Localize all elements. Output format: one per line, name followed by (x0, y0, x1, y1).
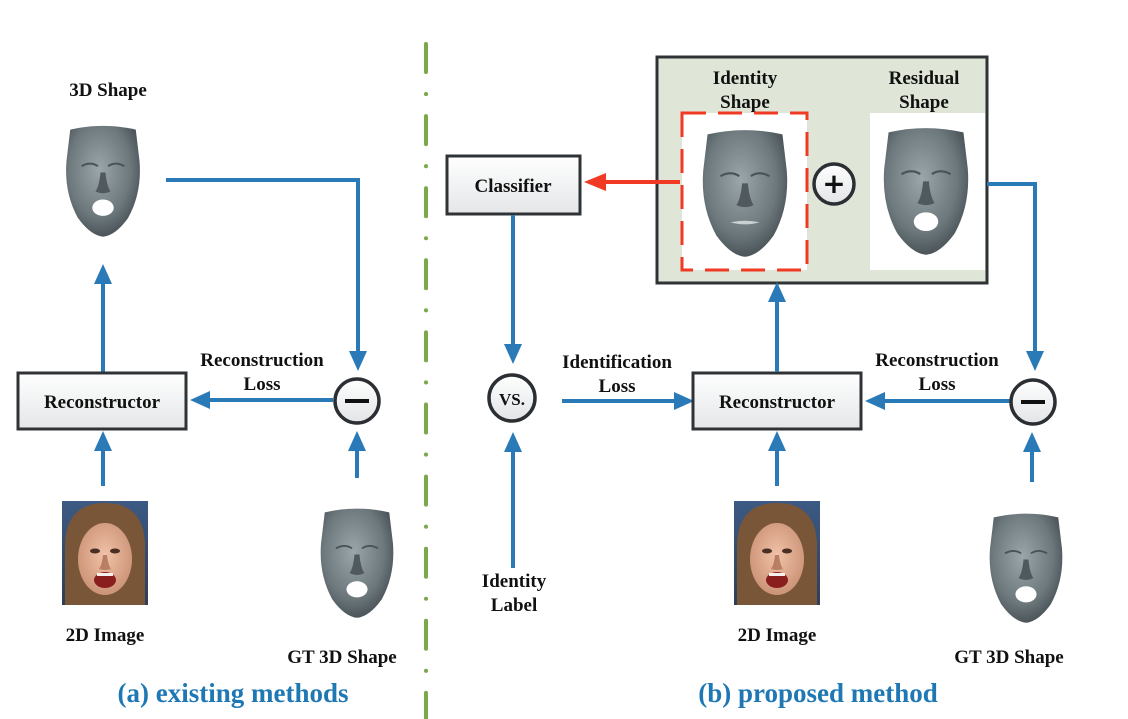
caption-a: (a) existing methods (118, 678, 349, 708)
residual-shape-label-line1: Residual (889, 68, 960, 89)
top-3d-shape-label: 3D Shape (69, 80, 147, 101)
identification-loss-label-line2: Loss (599, 376, 636, 397)
identity-shape-label-line2: Shape (720, 92, 770, 113)
identity-shape-label-line1: Identity (713, 68, 778, 89)
arrow-shape-to-minus (166, 178, 367, 371)
reconstruction-loss-label-a-line2: Loss (244, 374, 281, 395)
reconstruction-loss-label-b-line2: Loss (919, 374, 956, 395)
identity-shape-highlight (680, 111, 809, 272)
gt-3d-shape-label-a: GT 3D Shape (287, 647, 396, 668)
plus-icon: + (822, 167, 845, 200)
reconstruction-loss-label-a-line1: Reconstruction (200, 350, 324, 371)
gt-3d-face-image-a (319, 507, 395, 619)
identification-loss-label-line1: Identification (562, 352, 672, 373)
vs-label: VS. (499, 390, 525, 409)
reconstructor-box-b (691, 371, 863, 431)
gt-3d-face-image-b (988, 512, 1064, 624)
identity-label-line1: Identity (482, 571, 547, 592)
reconstruction-loss-label-b-line1: Reconstruction (875, 350, 999, 371)
classifier-label: Classifier (474, 176, 552, 197)
input-2d-image-label-a: 2D Image (66, 625, 145, 646)
predicted-3d-face-image (65, 124, 141, 238)
caption-b: (b) proposed method (698, 678, 938, 708)
reconstructor-label-b: Reconstructor (719, 392, 836, 413)
input-2d-image-a (62, 501, 148, 605)
plus-operator (812, 162, 856, 206)
input-2d-image-label-b: 2D Image (738, 625, 817, 646)
residual-shape-label-line2: Shape (899, 92, 949, 113)
panel-a: 3D Shape Reconstructor Reconstruction Lo… (16, 80, 397, 708)
input-2d-image-b (734, 501, 820, 605)
arrow-residual-to-minus (987, 182, 1044, 371)
vs-comparator (487, 373, 537, 423)
panel-b: Identity Shape Residual Shape + Classifi… (445, 55, 1064, 708)
gt-3d-shape-label-b: GT 3D Shape (954, 647, 1063, 668)
classifier-box (445, 154, 582, 216)
reconstructor-box-a (16, 371, 188, 431)
identity-label-line2: Label (491, 595, 537, 616)
reconstructor-label-a: Reconstructor (44, 392, 161, 413)
